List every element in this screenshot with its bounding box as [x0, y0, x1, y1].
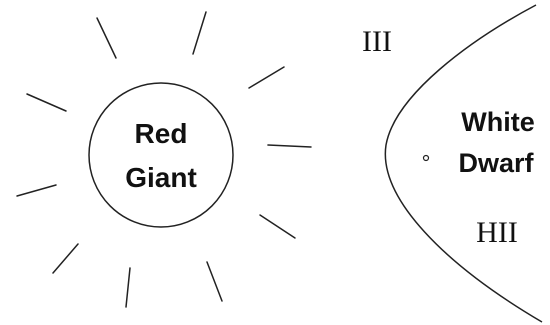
red-giant: Red Giant: [89, 83, 233, 227]
ray-lower-left: [53, 244, 78, 273]
white-dwarf-label-line1: White: [461, 107, 535, 137]
ray-lower-right: [260, 215, 295, 238]
ray-bottom-left: [126, 268, 130, 307]
ray-top-right: [193, 12, 206, 54]
region-label-hii: HII: [476, 216, 518, 249]
ray-top-left: [97, 18, 116, 58]
ray-bottom-right: [207, 262, 222, 301]
white-dwarf-dot: [424, 156, 429, 161]
white-dwarf-label-line2: Dwarf: [458, 148, 534, 178]
ray-upper-right: [249, 67, 284, 88]
red-giant-label-line2: Giant: [125, 162, 197, 193]
ray-left: [17, 185, 56, 196]
ray-upper-left: [27, 94, 66, 111]
red-giant-label-line1: Red: [135, 118, 188, 149]
red-giant-circle: [89, 83, 233, 227]
radiation-rays: [17, 12, 311, 307]
white-dwarf: White Dwarf: [424, 107, 535, 178]
ray-right: [268, 145, 311, 147]
region-label-iii: III: [362, 25, 392, 58]
